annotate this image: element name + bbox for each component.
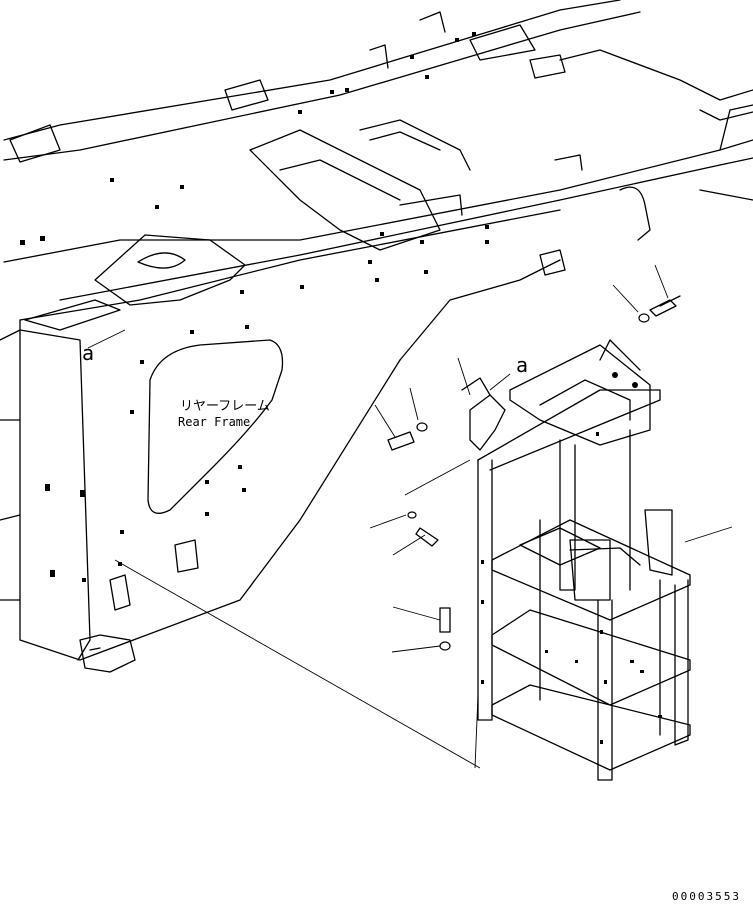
bracket-callout-leaders: [457, 357, 733, 543]
rear-frame-label-jp: リヤーフレーム: [180, 399, 270, 414]
callout-a-right: a: [516, 353, 528, 377]
assembly-leader-lines: [87, 329, 511, 769]
rear-frame: [0, 0, 753, 673]
bolt-left-mid: [374, 387, 428, 451]
part-number: 00003553: [672, 890, 741, 903]
callout-a-left: a: [82, 341, 94, 365]
bolt-stand-side: [369, 459, 471, 556]
rear-frame-label-en: Rear Frame: [178, 415, 250, 429]
bolt-upper-right: [612, 264, 681, 323]
bolt-stand-lower: [391, 606, 451, 653]
stand-assembly: [461, 339, 691, 781]
